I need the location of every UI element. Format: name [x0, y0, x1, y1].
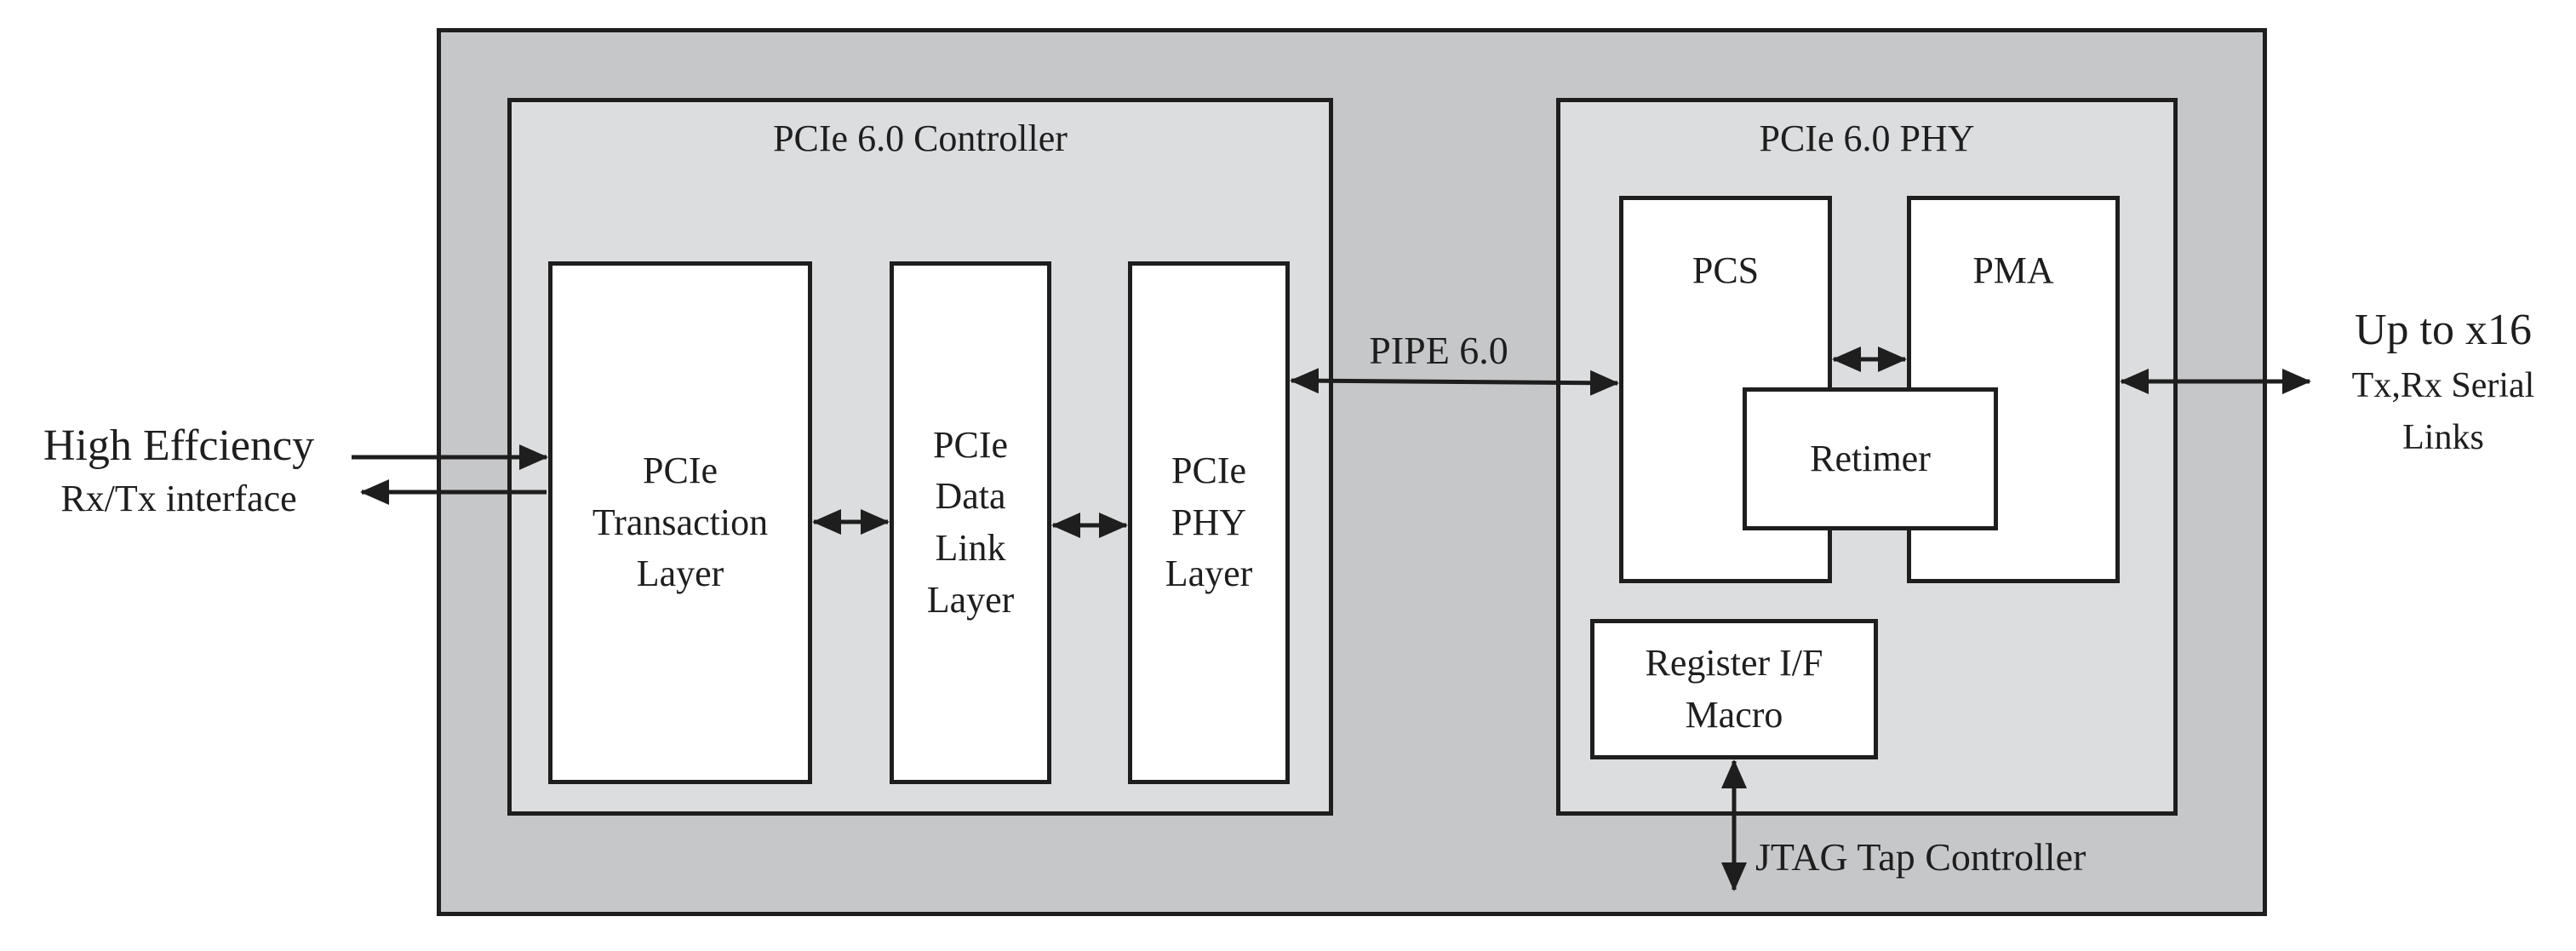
pma-label: PMA [1972, 249, 2054, 291]
right-interface-line-3: Links [2402, 418, 2484, 457]
data-link-layer-line-1: PCIe [933, 423, 1008, 466]
pipe-label: PIPE 6.0 [1369, 329, 1508, 372]
pipe-arrow [1290, 368, 1619, 396]
data-link-layer-line-3: Link [935, 527, 1006, 569]
left-interface-line-1: High Effciency [43, 421, 315, 470]
phy-layer-line-2: PHY [1171, 501, 1247, 543]
register-macro-line-1: Register I/F [1645, 641, 1823, 684]
right-interface-line-1: Up to x16 [2355, 306, 2532, 354]
data-link-layer-line-2: Data [935, 475, 1006, 518]
retimer-label: Retimer [1810, 437, 1931, 479]
pcs-label: PCS [1692, 249, 1760, 291]
transaction-layer-line-1: PCIe [643, 449, 718, 491]
transaction-layer-line-2: Transaction [592, 501, 769, 543]
transaction-layer-line-3: Layer [636, 553, 724, 595]
phy-layer-line-3: Layer [1165, 553, 1253, 595]
register-macro-line-2: Macro [1685, 693, 1783, 736]
jtag-label: JTAG Tap Controller [1755, 835, 2087, 879]
controller-title: PCIe 6.0 Controller [773, 117, 1068, 159]
data-link-layer-line-4: Layer [926, 578, 1015, 621]
right-interface-line-2: Tx,Rx Serial [2351, 366, 2535, 405]
retimer-block: Retimer [1743, 387, 1998, 530]
transaction-layer-block: PCIe Transaction Layer [548, 261, 812, 784]
left-interface-line-2: Rx/Tx interface [60, 478, 297, 519]
data-link-layer-block: PCIe Data Link Layer [890, 261, 1051, 784]
register-if-macro-block: Register I/F Macro [1590, 619, 1878, 759]
phy-layer-line-1: PCIe [1171, 449, 1246, 491]
phy-title: PCIe 6.0 PHY [1759, 117, 1975, 159]
phy-layer-block: PCIe PHY Layer [1128, 261, 1290, 784]
